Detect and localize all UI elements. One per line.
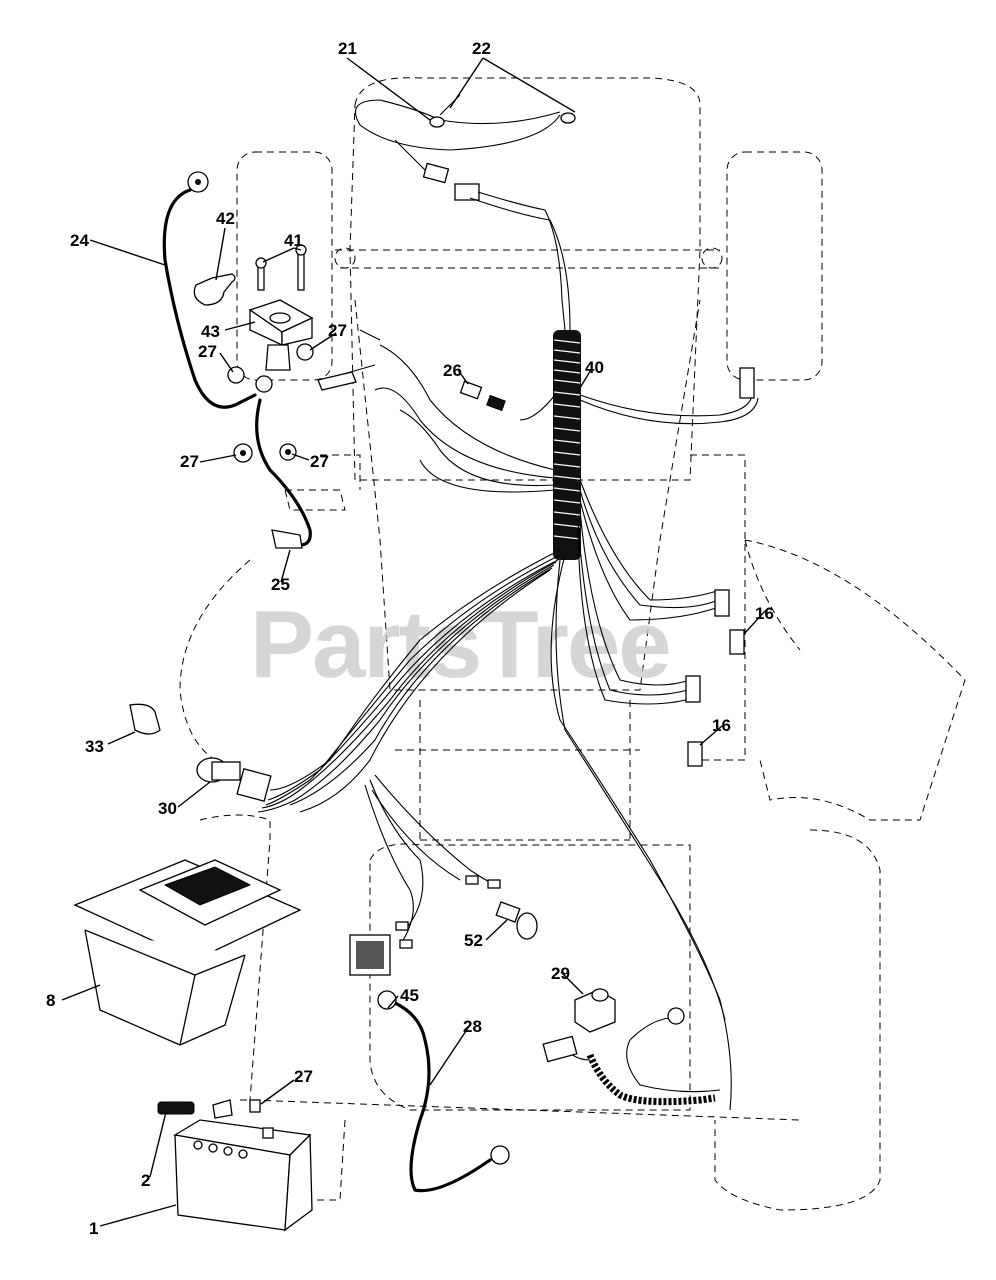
callout-40: 40 [585, 358, 604, 377]
callout-24: 24 [70, 231, 89, 250]
callout-labels: 21 22 24 42 41 43 27 27 27 27 26 40 25 1… [46, 39, 774, 1238]
leader-lines [61, 57, 767, 1227]
battery-bolt [157, 1101, 195, 1115]
safety-switch [574, 988, 616, 1033]
callout-1: 1 [89, 1219, 98, 1238]
callout-42: 42 [216, 209, 235, 228]
fuse-holder [459, 380, 483, 400]
callout-33: 33 [85, 737, 104, 756]
callout-45: 45 [400, 986, 419, 1005]
bulb-sockets [429, 112, 576, 128]
battery-tray [73, 859, 302, 1046]
callout-16: 16 [755, 604, 774, 623]
callout-27: 27 [310, 452, 329, 471]
terminal-boot [193, 273, 236, 306]
callout-29: 29 [551, 964, 570, 983]
solenoid [248, 299, 314, 371]
harness-sleeve [553, 330, 581, 560]
callout-28: 28 [463, 1017, 482, 1036]
bracket [129, 703, 161, 735]
relay-connectors [687, 629, 745, 767]
coiled-harness [542, 1007, 716, 1106]
callout-27: 27 [294, 1067, 313, 1086]
callout-30: 30 [158, 799, 177, 818]
ground-cable-28 [393, 1001, 492, 1193]
battery [173, 1119, 313, 1232]
ground-cable [255, 398, 312, 547]
callout-8: 8 [46, 991, 55, 1010]
callout-26: 26 [443, 361, 462, 380]
headlight-switch [349, 934, 391, 976]
callout-27: 27 [180, 452, 199, 471]
ignition-switch [196, 757, 272, 802]
main-wiring-harness [257, 94, 759, 1111]
callout-22: 22 [472, 39, 491, 58]
callout-43: 43 [201, 322, 220, 341]
positive-cable [162, 188, 257, 409]
callout-25: 25 [271, 575, 290, 594]
callout-27: 27 [328, 321, 347, 340]
seat-switch [495, 901, 538, 940]
callout-2: 2 [141, 1171, 150, 1190]
tractor-outline [179, 77, 966, 1211]
callout-41: 41 [284, 231, 303, 250]
callout-21: 21 [338, 39, 357, 58]
callout-52: 52 [464, 931, 483, 950]
callout-27: 27 [198, 342, 217, 361]
callout-16: 16 [712, 716, 731, 735]
